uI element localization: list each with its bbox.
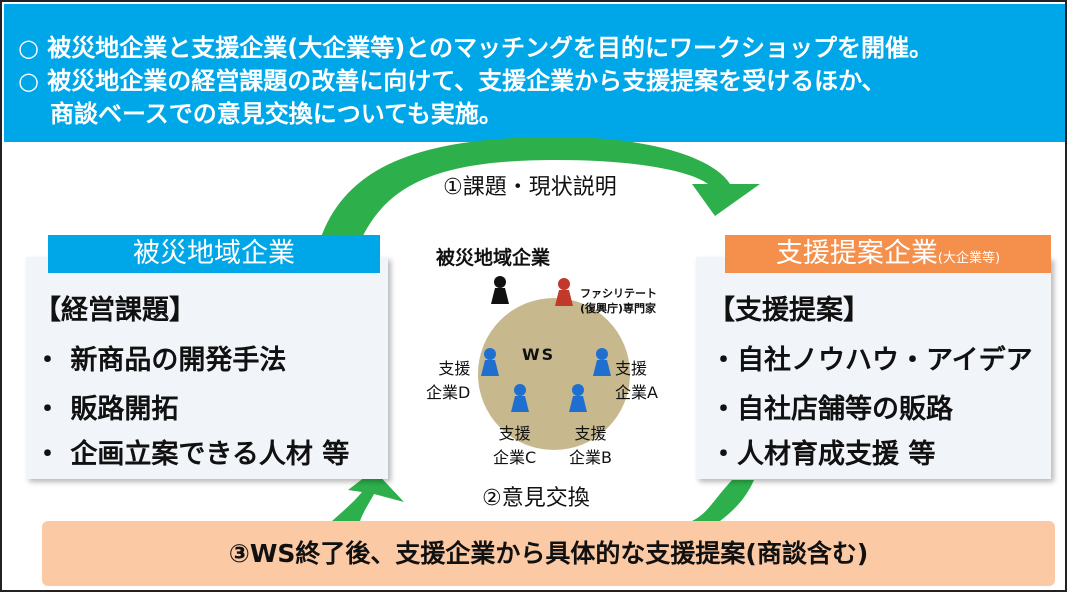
support-company-tag: 支援提案企業(大企業等)	[725, 235, 1051, 273]
support-c-line-2: 企業C	[493, 448, 537, 467]
support-c-line-1: 支援	[498, 424, 531, 443]
support-c-label: 支援 企業C	[493, 422, 536, 470]
proposal-item-1: ・自社ノウハウ・アイデア	[710, 345, 1033, 376]
support-proposal-heading: 【支援提案】	[708, 295, 870, 326]
support-b-person-icon	[569, 384, 587, 412]
header-line-1: ○ 被災地企業と支援企業(大企業等)とのマッチングを目的にワークショップを開催。	[18, 34, 933, 62]
support-a-line-2: 企業A	[615, 383, 658, 402]
support-b-line-1: 支援	[574, 424, 607, 443]
header-line-2: ○ 被災地企業の経営課題の改善に向けて、支援企業から支援提案を受けるほか、	[18, 67, 886, 95]
step2-label: ②意見交換	[482, 486, 590, 511]
support-a-label: 支援 企業A	[615, 357, 658, 405]
bottom-right-arrow-icon	[692, 480, 754, 521]
support-d-line-2: 企業D	[426, 383, 471, 402]
facilitator-label: ファシリテート (復興庁)専門家	[580, 286, 657, 316]
facilitator-line-2: (復興庁)専門家	[580, 302, 657, 315]
step1-label: ①課題・現状説明	[443, 175, 617, 200]
issue-item-2: ・ 販路開拓	[34, 394, 179, 425]
step3-banner: ③WS終了後、支援企業から具体的な支援提案(商談含む)	[42, 521, 1055, 586]
support-b-line-2: 企業B	[569, 448, 612, 467]
support-a-line-1: 支援	[615, 359, 648, 378]
support-d-line-1: 支援	[438, 359, 471, 378]
management-issues-heading: 【経営課題】	[34, 295, 196, 326]
bottom-left-arrow-icon	[332, 470, 404, 521]
issue-item-3: ・ 企画立案できる人材 等	[34, 439, 350, 470]
top-arrow-icon	[320, 137, 760, 242]
ws-label: WS	[522, 345, 556, 364]
affected-company-box	[26, 257, 388, 479]
proposal-item-3: ・人材育成支援 等	[710, 439, 936, 470]
support-c-person-icon	[511, 384, 529, 412]
support-b-label: 支援 企業B	[569, 422, 612, 470]
facilitator-person-icon	[555, 278, 573, 306]
support-a-person-icon	[593, 348, 611, 376]
support-company-tag-main: 支援提案企業	[775, 238, 938, 269]
header-banner: ○ 被災地企業と支援企業(大企業等)とのマッチングを目的にワークショップを開催。…	[4, 4, 1065, 142]
support-company-tag-small: (大企業等)	[937, 251, 1001, 266]
proposal-item-2: ・自社店舗等の販路	[710, 394, 953, 425]
victim-company-label: 被災地域企業	[436, 247, 551, 269]
facilitator-line-1: ファシリテート	[580, 287, 657, 300]
support-d-label: 支援 企業D	[426, 357, 470, 405]
affected-company-tag: 被災地域企業	[48, 235, 380, 273]
support-d-person-icon	[481, 348, 499, 376]
support-company-box	[696, 257, 1051, 479]
header-line-3: 商談ベースでの意見交換についても実施。	[50, 100, 503, 128]
issue-item-1: ・ 新商品の開発手法	[34, 345, 287, 376]
victim-person-icon	[491, 276, 509, 304]
